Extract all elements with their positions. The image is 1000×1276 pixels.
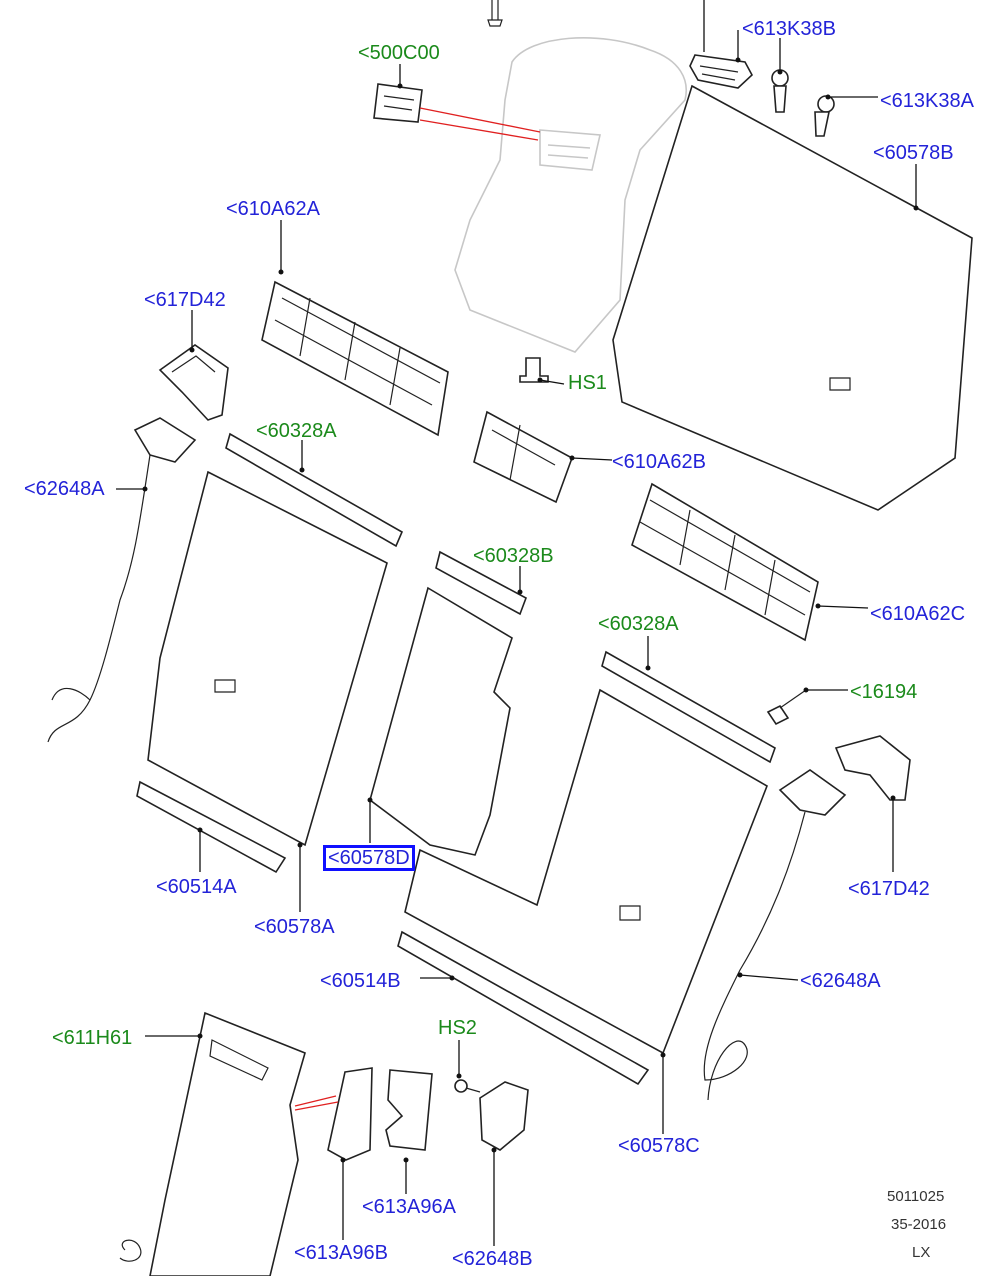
part-60578C-right-panel[interactable] — [404, 688, 768, 1055]
part-60328A-right-rail[interactable] — [601, 650, 776, 764]
part-60578A-left-panel[interactable] — [147, 470, 388, 847]
part-617D42-right-bracket[interactable] — [834, 735, 911, 801]
part-610A62A-frame[interactable] — [261, 280, 449, 437]
reference-model: LX — [912, 1244, 931, 1261]
part-60328B-rail[interactable] — [435, 550, 527, 616]
part-613A96B-cover[interactable] — [327, 1067, 373, 1161]
label-60514B[interactable]: <60514B — [320, 970, 401, 992]
part-60514B-strip[interactable] — [397, 930, 650, 1086]
label-HS2[interactable]: HS2 — [438, 1017, 477, 1039]
leader-lines — [116, 0, 917, 1246]
label-60578C[interactable]: <60578C — [618, 1135, 700, 1157]
label-62648A-right[interactable]: <62648A — [800, 970, 881, 992]
label-60328B[interactable]: <60328B — [473, 545, 554, 567]
label-611H61[interactable]: <611H61 — [52, 1027, 133, 1049]
part-60578D-middle-panel[interactable] — [369, 586, 513, 856]
part-top-bolt — [487, 0, 503, 27]
label-613K38A[interactable]: <613K38A — [880, 90, 974, 112]
red-callout-lines — [294, 107, 541, 1111]
label-617D42-right[interactable]: <617D42 — [848, 878, 930, 900]
part-62648A-right-cable[interactable] — [703, 769, 847, 1101]
label-60514A[interactable]: <60514A — [156, 876, 237, 898]
headrest-ghost — [454, 37, 687, 353]
part-500C00[interactable] — [373, 83, 423, 123]
label-613K38B[interactable]: <613K38B — [742, 18, 836, 40]
label-610A62B[interactable]: <610A62B — [612, 451, 706, 473]
part-611H61-panel[interactable] — [119, 1011, 306, 1276]
label-60578B[interactable]: <60578B — [873, 142, 954, 164]
label-60578A[interactable]: <60578A — [254, 916, 335, 938]
label-62648B[interactable]: <62648B — [452, 1248, 533, 1270]
label-613A96A[interactable]: <613A96A — [362, 1196, 456, 1218]
part-610A62B-plate[interactable] — [473, 410, 573, 504]
part-HS2-bolt[interactable] — [454, 1079, 481, 1093]
label-62648A-left[interactable]: <62648A — [24, 478, 105, 500]
label-500C00[interactable]: <500C00 — [358, 42, 440, 64]
reference-date: 35-2016 — [891, 1216, 947, 1233]
label-60328A-right[interactable]: <60328A — [598, 613, 679, 635]
part-610A62C-frame[interactable] — [631, 482, 819, 642]
leader-dots — [142, 57, 919, 1163]
part-HS1-clip[interactable] — [519, 357, 549, 383]
label-HS1[interactable]: HS1 — [568, 372, 607, 394]
part-16194-pin[interactable] — [766, 689, 807, 726]
label-610A62C[interactable]: <610A62C — [870, 603, 966, 625]
part-62648B-latch[interactable] — [479, 1081, 529, 1151]
part-62648A-left-cable[interactable] — [47, 417, 197, 743]
label-60578D-selected[interactable]: <60578D — [323, 845, 415, 871]
part-617D42-top-bracket[interactable] — [158, 344, 229, 421]
part-613K38B-latch[interactable] — [689, 54, 753, 89]
part-60514A-strip[interactable] — [136, 780, 287, 874]
part-60328A-left-rail[interactable] — [225, 432, 404, 548]
label-610A62A[interactable]: <610A62A — [226, 198, 320, 220]
label-617D42-top[interactable]: <617D42 — [144, 289, 226, 311]
part-screw-613K38A[interactable] — [814, 95, 835, 137]
part-screw-613K38B[interactable] — [771, 69, 789, 113]
part-60578B-back-panel[interactable] — [612, 84, 973, 511]
label-613A96B[interactable]: <613A96B — [294, 1242, 388, 1264]
label-16194[interactable]: <16194 — [850, 681, 918, 703]
reference-code: 5011025 — [887, 1188, 945, 1205]
part-613A96A-bracket[interactable] — [385, 1069, 433, 1151]
label-60328A-left[interactable]: <60328A — [256, 420, 337, 442]
